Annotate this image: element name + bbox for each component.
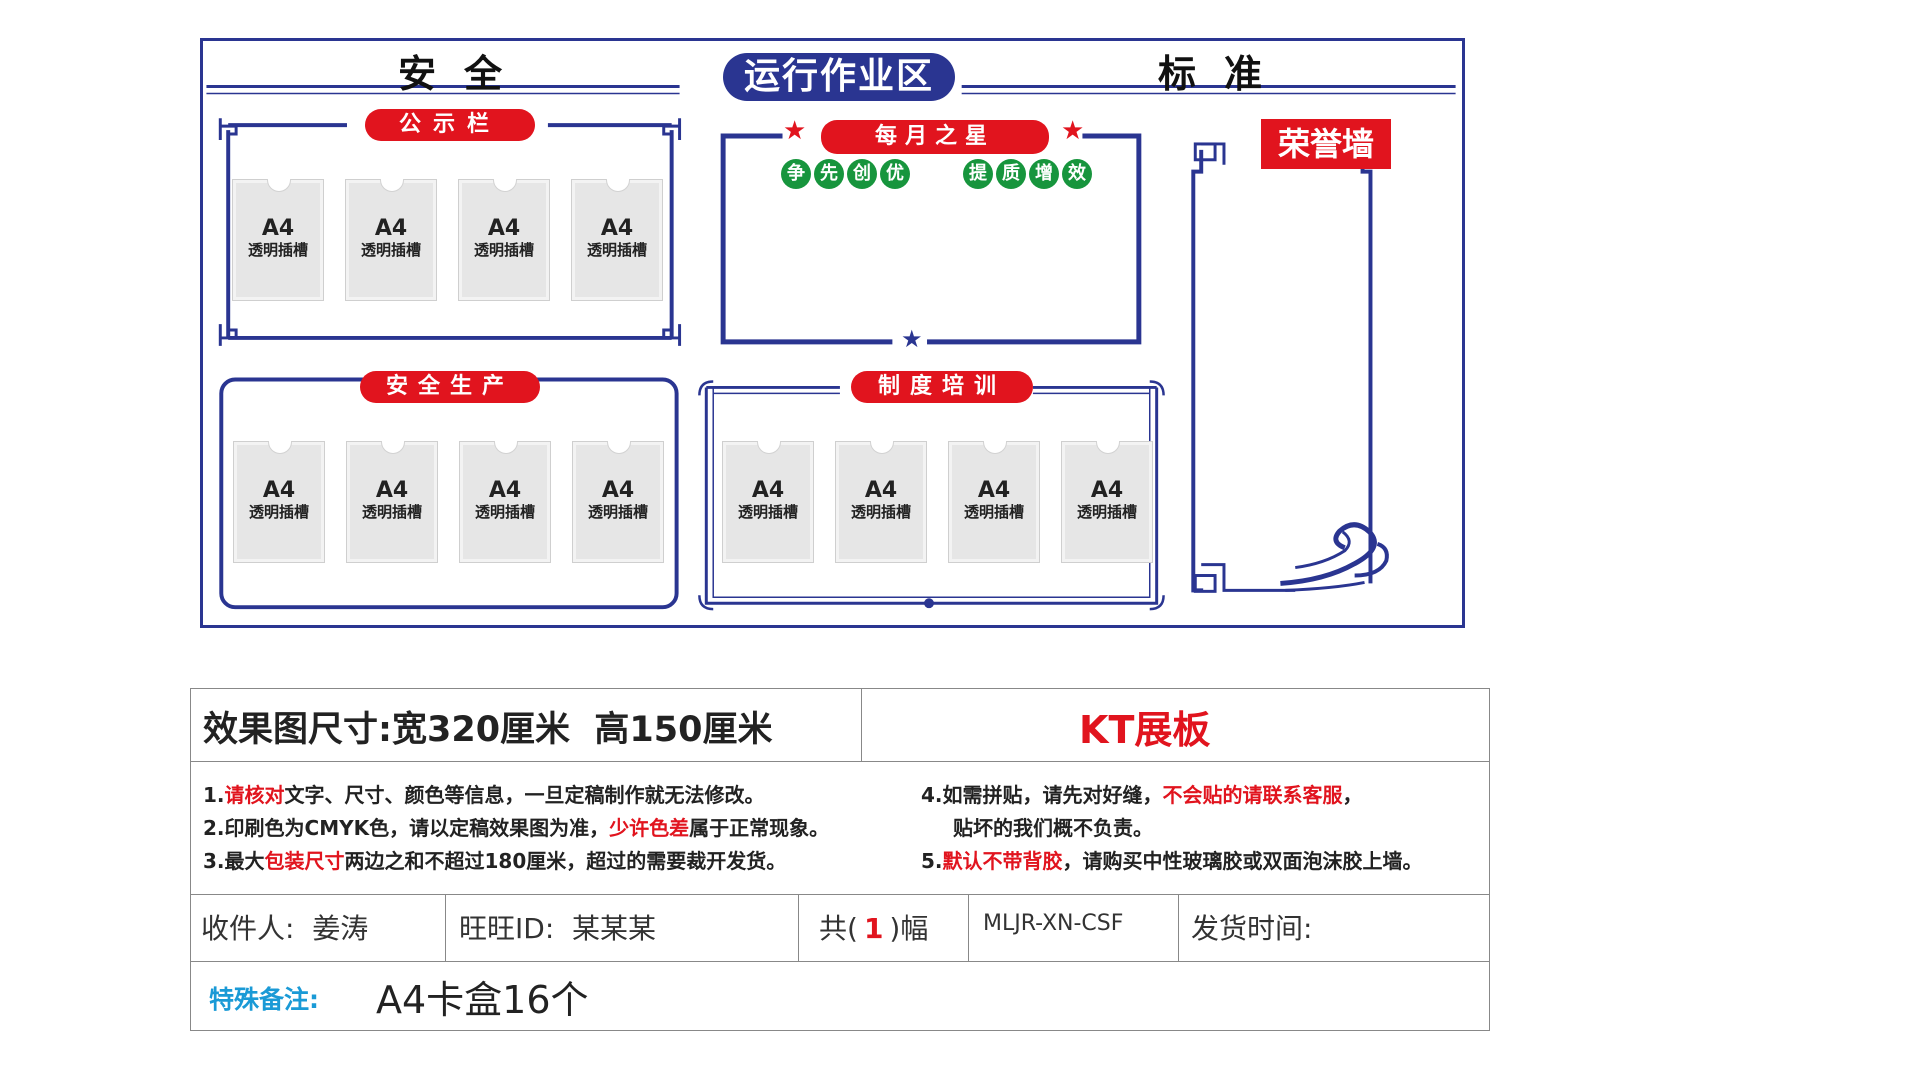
section-title-training: 制度培训 [851,371,1033,403]
main-title: 运行作业区 [723,53,955,101]
special-remark-value: A4卡盒16个 [376,978,589,1022]
header-left-text: 安全 [398,51,531,96]
note-3: 3.最大包装尺寸两边之和不超过180厘米，超过的需要裁开发货。 [203,849,787,873]
motto-char: 提 [963,159,993,189]
motto-char: 质 [996,159,1026,189]
star-icon: ★ [783,116,807,146]
wangwang-id: 旺旺ID: 某某某 [459,912,657,945]
motto-char: 效 [1062,159,1092,189]
size-label: 效果图尺寸:宽320厘米 高150厘米 [203,710,773,750]
ship-time-label: 发货时间: [1191,912,1313,945]
section-title-honor: 荣誉墙 [1261,119,1391,169]
recipient: 收件人: 姜涛 [201,912,369,945]
display-board: 安全 标准 运行作业区 公示栏 每月之星 ★ ★ ★ 争 先 创 优 提 质 增… [200,38,1465,628]
note-5: 5.默认不带背胶，请购买中性玻璃胶或双面泡沫胶上墙。 [921,849,1423,873]
note-4: 4.如需拼贴，请先对好缝，不会贴的请联系客服， [921,783,1363,807]
note-1: 1.请核对文字、尺寸、颜色等信息，一旦定稿制作就无法修改。 [203,783,765,807]
star-icon: ★ [901,325,923,353]
motto-char: 争 [781,159,811,189]
panel-count: 共(1)幅 [819,912,929,945]
section-title-star: 每月之星 [821,120,1049,154]
order-info-table: 效果图尺寸:宽320厘米 高150厘米 KT展板 1.请核对文字、尺寸、颜色等信… [190,688,1490,1031]
section-title-safety: 安全生产 [360,371,540,403]
note-4-continued: 贴坏的我们概不负责。 [953,816,1153,840]
product-code: MLJR-XN-CSF [983,911,1124,936]
motto-char: 增 [1029,159,1059,189]
motto-char: 先 [814,159,844,189]
special-remark-label: 特殊备注: [209,985,319,1014]
note-2: 2.印刷色为CMYK色，请以定稿效果图为准，少许色差属于正常现象。 [203,816,830,840]
product-type: KT展板 [1079,708,1211,752]
section-title-notice: 公示栏 [365,109,535,141]
motto-char: 优 [880,159,910,189]
star-icon: ★ [1061,116,1085,146]
header-right-text: 标准 [1158,51,1291,96]
motto-char: 创 [847,159,877,189]
